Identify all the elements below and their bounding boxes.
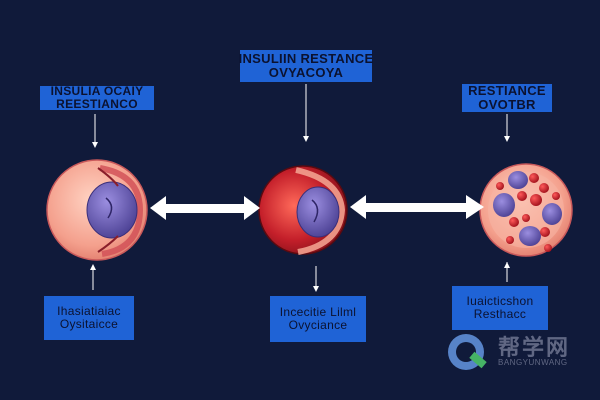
label-bottom-right-line1: Iuaicticshon [466, 294, 534, 309]
cell-right [479, 163, 573, 257]
leader-arrowhead-bottom-left [90, 264, 96, 270]
label-bottom-left-line1: Ihasiatiaiac [57, 304, 121, 319]
label-bottom-right-line2: Resthacc [473, 307, 527, 321]
double-arrow-right [350, 195, 484, 219]
label-top-right-line2: OVOTBR [478, 97, 536, 112]
watermark-text: 帮学网 [498, 335, 571, 360]
label-top-right: RESTIANCE OVOTBR [462, 84, 552, 112]
watermark-logo-icon [448, 334, 487, 370]
label-bottom-left: Ihasiatiaiac Oysitaicce [44, 296, 134, 340]
double-arrow-left [150, 196, 260, 220]
label-bottom-center-line2: Ovyciance [288, 318, 348, 332]
label-top-left: INSULIA OCAIY REESTIANCO [40, 84, 154, 111]
leader-arrowhead-bottom-center [313, 286, 319, 292]
cell-left [46, 159, 148, 261]
label-bottom-right: Iuaicticshon Resthacc [452, 286, 548, 330]
leader-arrowhead-top-right [504, 136, 510, 142]
watermark-subtext: BANGYUNWANG [498, 358, 568, 367]
cell-center [258, 165, 348, 255]
label-bottom-left-line2: Oysitaicce [59, 317, 119, 331]
label-top-right-line1: RESTIANCE [468, 83, 546, 99]
label-top-center-line1: INSULIIN RESTANCE [238, 51, 374, 67]
label-top-left-line1: INSULIA OCAIY [50, 84, 144, 99]
label-top-left-line2: REESTIANCO [56, 97, 138, 111]
leader-arrowhead-top-center [303, 136, 309, 142]
watermark: 帮学网 BANGYUNWANG [442, 330, 592, 374]
label-bottom-center-line1: Incecitie Lilml [279, 305, 357, 320]
label-bottom-center: Incecitie Lilml Ovyciance [270, 296, 366, 342]
label-top-center-line2: OVYACOYA [268, 65, 344, 80]
leader-arrowhead-top-left [92, 142, 98, 148]
label-top-center: INSULIIN RESTANCE OVYACOYA [238, 50, 374, 82]
leader-arrowhead-bottom-right [504, 262, 510, 268]
